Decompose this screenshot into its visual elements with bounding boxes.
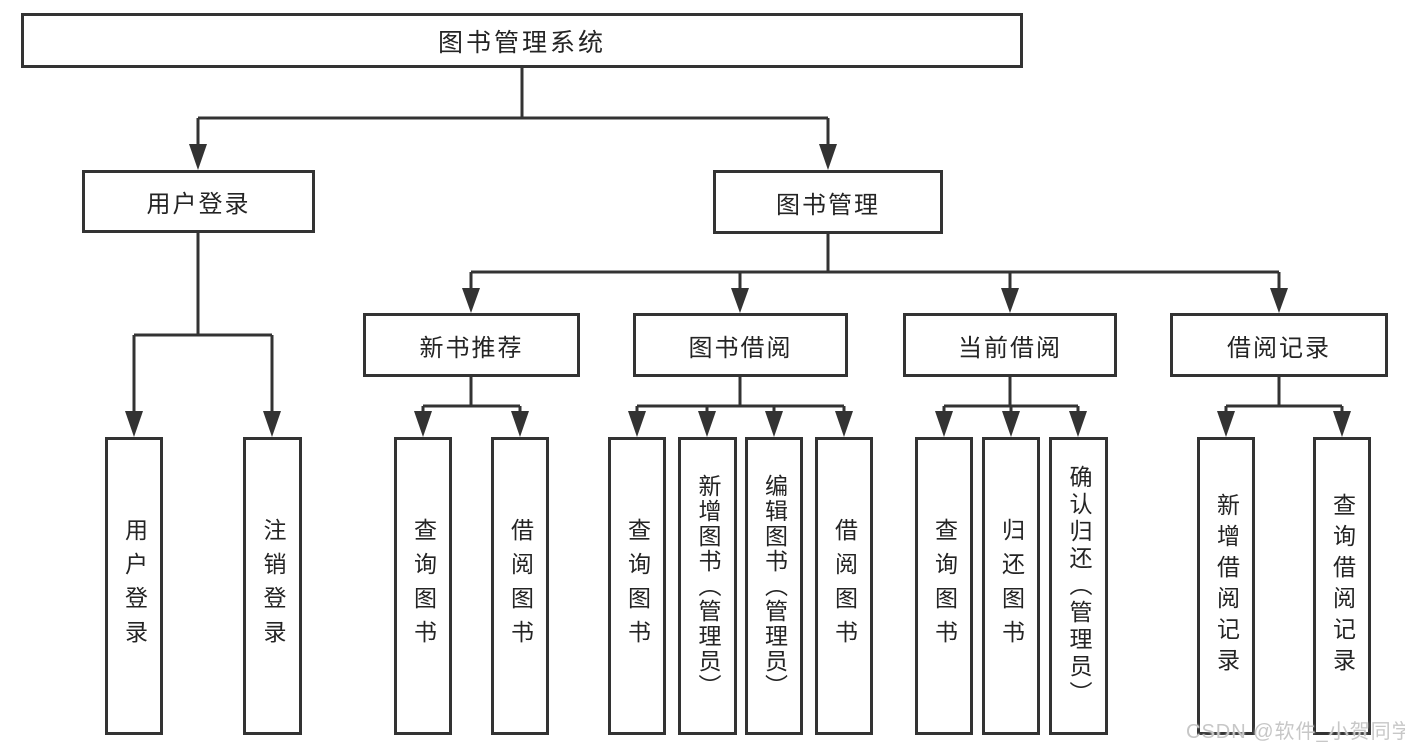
- root-arrowheads: [189, 144, 837, 170]
- new-books-arrowheads: [414, 411, 529, 437]
- leaf-return-books: 归还图书: [982, 437, 1040, 735]
- book-mgmt-arrowheads: [462, 288, 1288, 313]
- leaf-confirm-return-admin: 确认归还（管理员）: [1049, 437, 1108, 735]
- leaf-edit-books-admin: 编辑图书（管理员）: [745, 437, 803, 735]
- leaf-borrow-query-books: 查询图书: [608, 437, 666, 735]
- node-current-borrow: 当前借阅: [903, 313, 1117, 377]
- leaf-current-query-books: 查询图书: [915, 437, 973, 735]
- node-book-management: 图书管理: [713, 170, 943, 234]
- current-borrow-arrowheads: [935, 411, 1087, 437]
- node-book-borrow: 图书借阅: [633, 313, 848, 377]
- leaf-logout: 注销登录: [243, 437, 302, 735]
- csdn-watermark: CSDN @软件_小贺同学: [1186, 721, 1405, 743]
- node-borrow-records: 借阅记录: [1170, 313, 1388, 377]
- book-mgmt-connector: [469, 234, 1281, 290]
- borrow-records-arrowheads: [1217, 411, 1351, 437]
- leaf-add-borrow-record: 新增借阅记录: [1197, 437, 1255, 735]
- current-borrow-connector: [942, 377, 1080, 414]
- node-new-books: 新书推荐: [363, 313, 580, 377]
- node-user-login: 用户登录: [82, 170, 315, 233]
- leaf-newbooks-borrow-books: 借阅图书: [491, 437, 549, 735]
- leaf-newbooks-query-books: 查询图书: [394, 437, 452, 735]
- new-books-connector: [421, 377, 522, 414]
- book-borrow-arrowheads: [628, 411, 853, 437]
- leaf-add-books-admin: 新增图书（管理员）: [678, 437, 737, 735]
- node-root-library-system: 图书管理系统: [21, 13, 1023, 68]
- borrow-records-connector: [1224, 377, 1344, 414]
- leaf-borrow-books: 借阅图书: [815, 437, 873, 735]
- user-login-arrowheads: [125, 411, 281, 437]
- leaf-query-borrow-record: 查询借阅记录: [1313, 437, 1371, 735]
- book-borrow-connector: [635, 377, 846, 414]
- root-connector: [196, 68, 830, 146]
- user-login-connector: [132, 233, 274, 413]
- leaf-user-login: 用户登录: [105, 437, 163, 735]
